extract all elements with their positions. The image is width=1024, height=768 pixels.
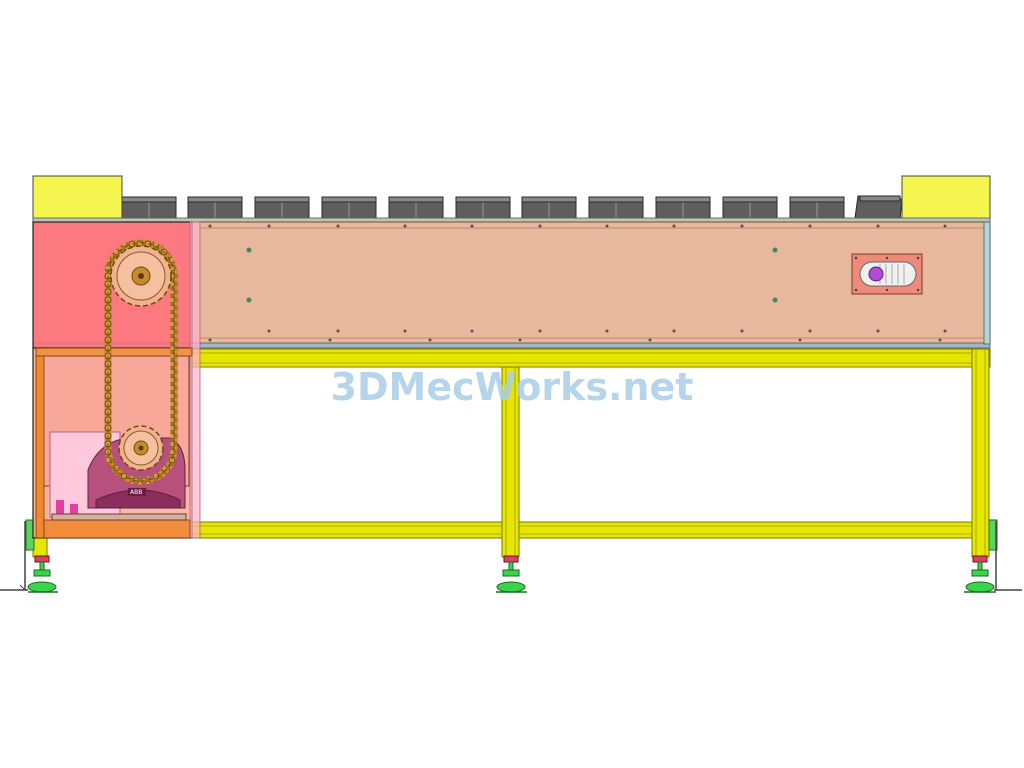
mount-bracket-right: [994, 521, 1022, 591]
end-block-left: [32, 175, 123, 221]
motor-plate-label: ABB: [130, 489, 142, 496]
frame-lower-beam: [189, 521, 977, 539]
roller-module: [722, 196, 778, 220]
leveling-foot-left: [27, 555, 58, 593]
guard-base-strip: [43, 519, 191, 539]
drive-sprocket-upper: [110, 245, 172, 307]
leveling-foot-right: [964, 555, 996, 593]
roller-module: [521, 196, 577, 220]
roller-module: [789, 196, 845, 220]
guard-side-strip: [189, 221, 201, 539]
end-block-right: [901, 175, 991, 221]
roller-module-tilted: [854, 195, 903, 221]
roller-module: [388, 196, 444, 220]
panel-bolts: [208, 224, 947, 342]
panel-fasteners: [246, 247, 778, 303]
watermark-text: 3DMecWorks.net: [331, 365, 694, 409]
drive-sprocket-lower: [118, 425, 164, 471]
chain-drive: [104, 239, 178, 485]
bracket-right: [988, 519, 998, 551]
mount-bracket-left: [0, 521, 28, 591]
roller-module: [588, 196, 644, 220]
frame-leg-right: [971, 348, 990, 558]
guard-left-post: [35, 355, 45, 539]
end-plate-right: [983, 221, 991, 345]
top-roller-row: [121, 195, 903, 221]
roller-module: [321, 196, 377, 220]
roller-module: [121, 196, 177, 220]
roller-module: [455, 196, 511, 220]
roller-module: [254, 196, 310, 220]
inspection-window: [851, 253, 923, 295]
roller-module: [655, 196, 711, 220]
guard-top-strip: [35, 347, 193, 357]
leveling-foot-middle: [496, 555, 527, 593]
roller-module: [187, 196, 243, 220]
